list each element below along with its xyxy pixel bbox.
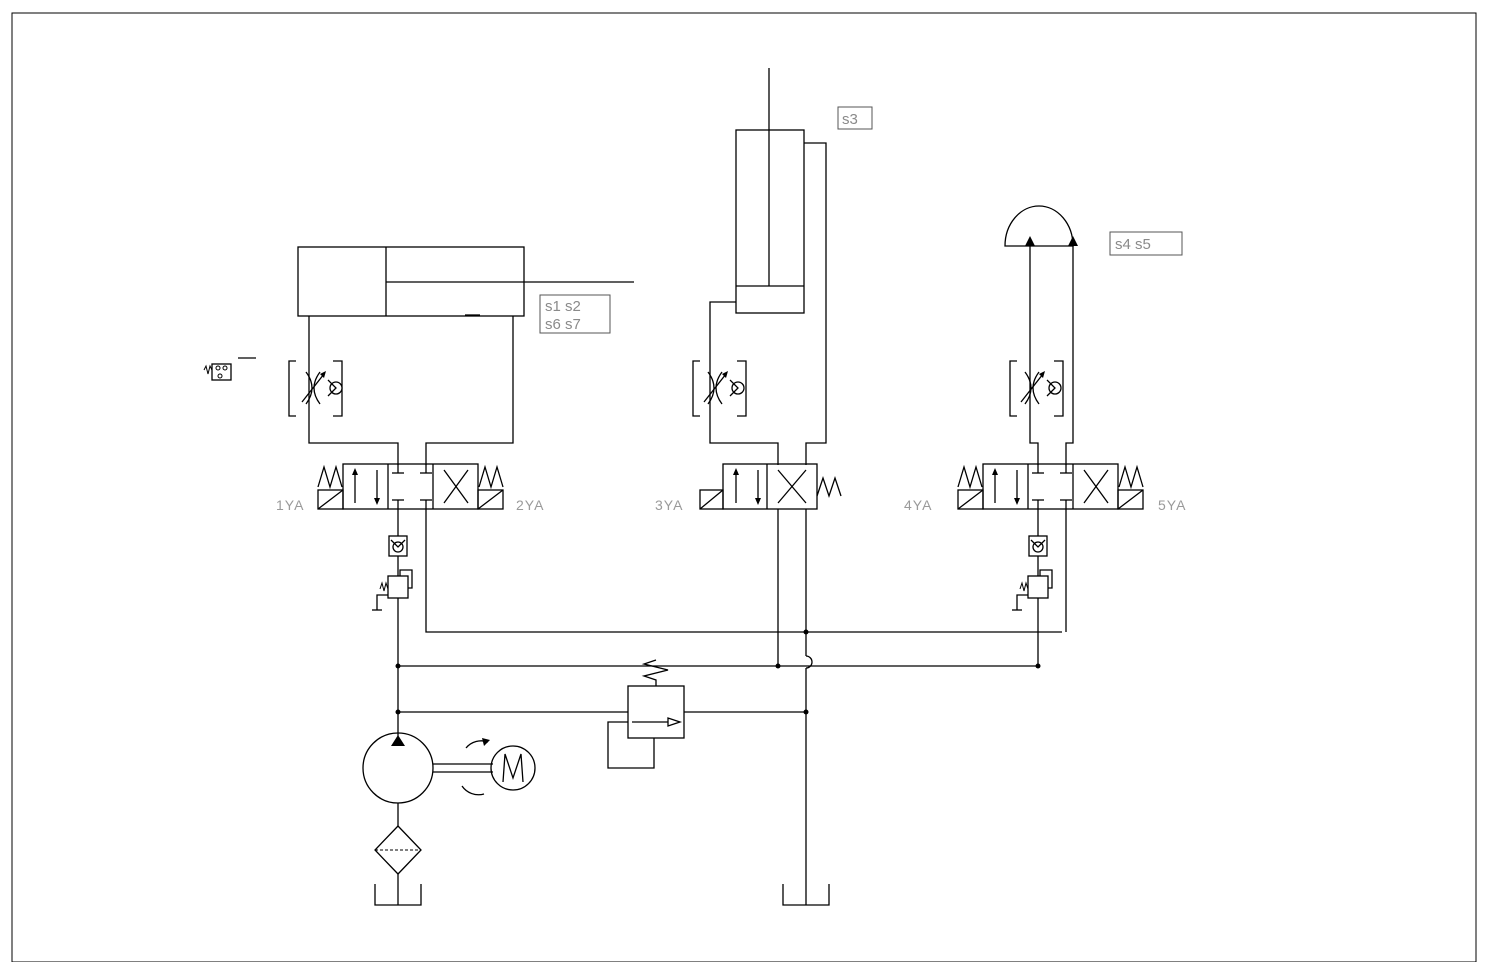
electric-motor bbox=[490, 745, 536, 791]
directional-valve-3 bbox=[957, 463, 1144, 510]
directional-valve-2 bbox=[699, 463, 842, 510]
throttle-check-valve-2 bbox=[692, 360, 747, 417]
check-valve-1 bbox=[388, 535, 408, 557]
solenoid-label-2YA: 2YA bbox=[516, 497, 544, 513]
hydraulic-pump bbox=[362, 732, 434, 804]
tank-right bbox=[782, 884, 830, 906]
solenoid-label-1YA: 1YA bbox=[276, 497, 304, 513]
throttle-check-valve-3 bbox=[1009, 360, 1064, 417]
drawing-frame bbox=[11, 12, 1477, 962]
filter bbox=[374, 825, 422, 875]
directional-valve-1 bbox=[317, 463, 504, 510]
rotary-actuator bbox=[1004, 205, 1078, 247]
limit-switch bbox=[203, 357, 256, 381]
pressure-reducing-valve-1 bbox=[372, 569, 413, 611]
svg-text:s4 s5: s4 s5 bbox=[1115, 236, 1151, 253]
solenoid-label-4YA: 4YA bbox=[904, 497, 932, 513]
pressure-reducing-valve-3 bbox=[1012, 569, 1053, 611]
solenoid-label-3YA: 3YA bbox=[655, 497, 683, 513]
vertical-cylinder bbox=[735, 68, 805, 314]
horizontal-cylinder bbox=[297, 246, 634, 317]
sensor-tag-cylinder1: s1 s2 s6 s7 bbox=[539, 294, 611, 334]
sensor-tag-cylinder2: s3 bbox=[837, 106, 873, 130]
solenoid-label-5YA: 5YA bbox=[1158, 497, 1186, 513]
svg-text:s6 s7: s6 s7 bbox=[545, 316, 581, 333]
check-valve-3 bbox=[1028, 535, 1048, 557]
sensor-tag-actuator: s4 s5 bbox=[1109, 231, 1183, 256]
svg-text:s3: s3 bbox=[842, 111, 858, 128]
tank-left bbox=[374, 884, 422, 906]
relief-valve bbox=[607, 659, 685, 769]
throttle-check-valve-1 bbox=[288, 360, 343, 417]
svg-text:s1 s2: s1 s2 bbox=[545, 298, 581, 315]
